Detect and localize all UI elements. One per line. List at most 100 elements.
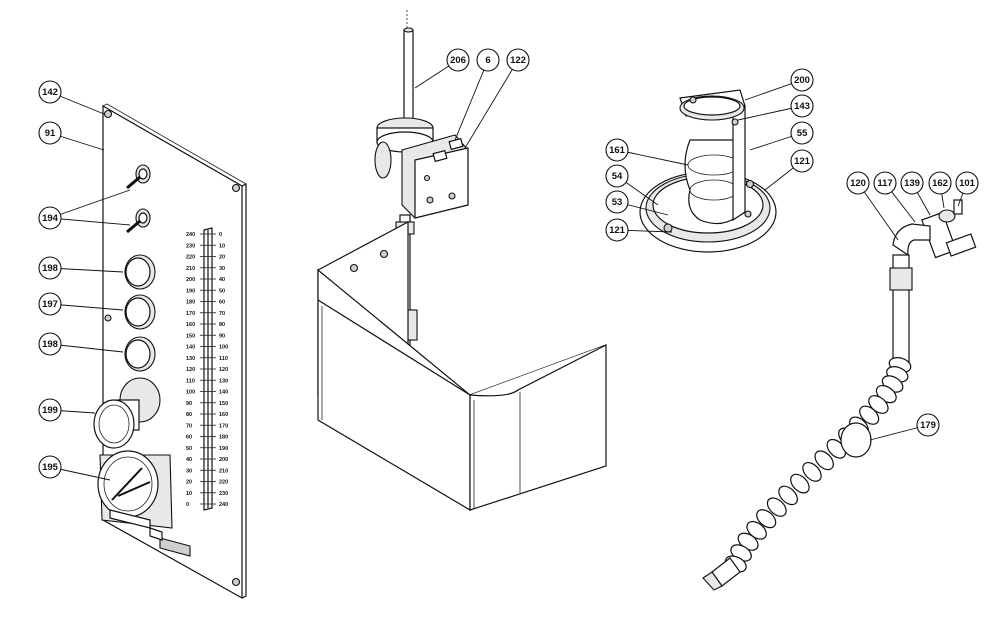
scale-label-right: 120	[219, 367, 228, 373]
scale-label-left: 30	[186, 468, 192, 474]
push-button-197	[124, 294, 156, 330]
scale-label-left: 120	[186, 367, 195, 373]
scale-label-left: 100	[186, 390, 195, 396]
leader-line	[49, 189, 131, 219]
callout-53: 53	[605, 190, 669, 216]
callout-number: 198	[42, 263, 58, 274]
callout-number: 162	[932, 178, 948, 189]
callout-200: 200	[744, 68, 814, 101]
callout-number: 53	[612, 197, 623, 208]
hose-segment	[766, 497, 787, 517]
callout-91: 91	[38, 121, 105, 151]
scale-label-right: 220	[219, 480, 228, 486]
scale-label-right: 30	[219, 266, 225, 272]
callout-number: 206	[450, 55, 466, 66]
callout-number: 55	[797, 128, 808, 139]
callout-194: 194	[38, 189, 131, 230]
selector-switch-195	[97, 450, 173, 529]
scale-label-right: 210	[219, 468, 228, 474]
leader-line	[49, 267, 124, 273]
callout-143: 143	[737, 94, 814, 121]
scale-label-left: 130	[186, 356, 195, 362]
callout-number: 117	[877, 178, 892, 189]
scale-label-right: 50	[219, 288, 225, 294]
callout-circle	[790, 94, 814, 118]
callout-197: 197	[38, 292, 124, 316]
callout-number: 91	[45, 128, 56, 139]
callout-number: 161	[609, 145, 626, 156]
callout-198: 198	[38, 256, 124, 280]
callout-circle	[900, 171, 924, 195]
scale-label-right: 160	[219, 412, 228, 418]
callout-number: 199	[42, 405, 58, 416]
callout-117: 117	[873, 171, 916, 223]
callout-circle	[605, 164, 629, 188]
callout-179: 179	[869, 413, 940, 441]
chuck-guard-assembly	[317, 10, 607, 512]
callout-number: 194	[42, 213, 59, 224]
scale-label-left: 40	[186, 457, 192, 463]
hose-segment	[790, 473, 810, 494]
callout-number: 197	[42, 299, 58, 310]
leader-line	[616, 149, 689, 166]
callout-circle	[605, 138, 629, 162]
callout-circle	[476, 48, 500, 72]
callout-number: 6	[485, 55, 490, 66]
control-panel: 2402302202102001901801701601501401301201…	[93, 103, 247, 600]
hose-segment	[756, 509, 777, 529]
scale-label-right: 110	[219, 356, 228, 362]
scale-label-left: 220	[186, 255, 195, 261]
scale-label-left: 180	[186, 300, 195, 306]
callout-number: 200	[794, 75, 810, 86]
hose-segment	[778, 485, 798, 506]
callout-circle	[446, 48, 470, 72]
scale-label-right: 200	[219, 457, 228, 463]
callout-142: 142	[38, 80, 105, 115]
scale-label-right: 230	[219, 491, 228, 497]
callout-number: 142	[42, 87, 58, 98]
leader-line	[454, 59, 489, 141]
callout-circle	[38, 121, 62, 145]
callout-circle	[790, 149, 814, 173]
callout-120: 120	[846, 171, 899, 241]
callout-number: 195	[42, 462, 59, 473]
scale-label-right: 190	[219, 446, 228, 452]
callout-6: 6	[454, 48, 500, 141]
callout-101: 101	[955, 171, 979, 207]
callout-circle	[790, 68, 814, 92]
callout-number: 143	[794, 101, 810, 112]
scale-label-left: 140	[186, 345, 195, 351]
callout-circle	[38, 332, 62, 356]
toggle-switch-upper	[126, 164, 151, 190]
scale-label-right: 0	[219, 232, 222, 238]
callout-number: 101	[959, 178, 976, 189]
hose-segment	[802, 461, 822, 482]
callout-number: 122	[510, 55, 526, 66]
scale-label-left: 20	[186, 480, 192, 486]
scale-label-right: 40	[219, 277, 225, 283]
callout-number: 179	[920, 420, 936, 431]
scale-label-right: 10	[219, 243, 225, 249]
scale-label-right: 180	[219, 435, 228, 441]
scale-label-left: 240	[186, 232, 195, 238]
scale-label-left: 80	[186, 412, 192, 418]
scale-label-left: 160	[186, 322, 195, 328]
callout-162: 162	[928, 171, 952, 209]
callout-circle	[38, 206, 62, 230]
leader-line	[49, 303, 124, 311]
leader-line	[464, 59, 519, 149]
speed-scale: 2402302202102001901801701601501401301201…	[186, 227, 228, 511]
scale-label-right: 90	[219, 333, 225, 339]
scale-label-left: 10	[186, 491, 192, 497]
scale-label-right: 240	[219, 502, 228, 508]
scale-label-right: 140	[219, 390, 228, 396]
callout-circle	[506, 48, 530, 72]
leader-line	[49, 217, 131, 226]
scale-label-left: 110	[186, 378, 195, 384]
leader-line	[857, 182, 899, 241]
scale-label-left: 0	[186, 502, 189, 508]
callout-139: 139	[900, 171, 931, 216]
